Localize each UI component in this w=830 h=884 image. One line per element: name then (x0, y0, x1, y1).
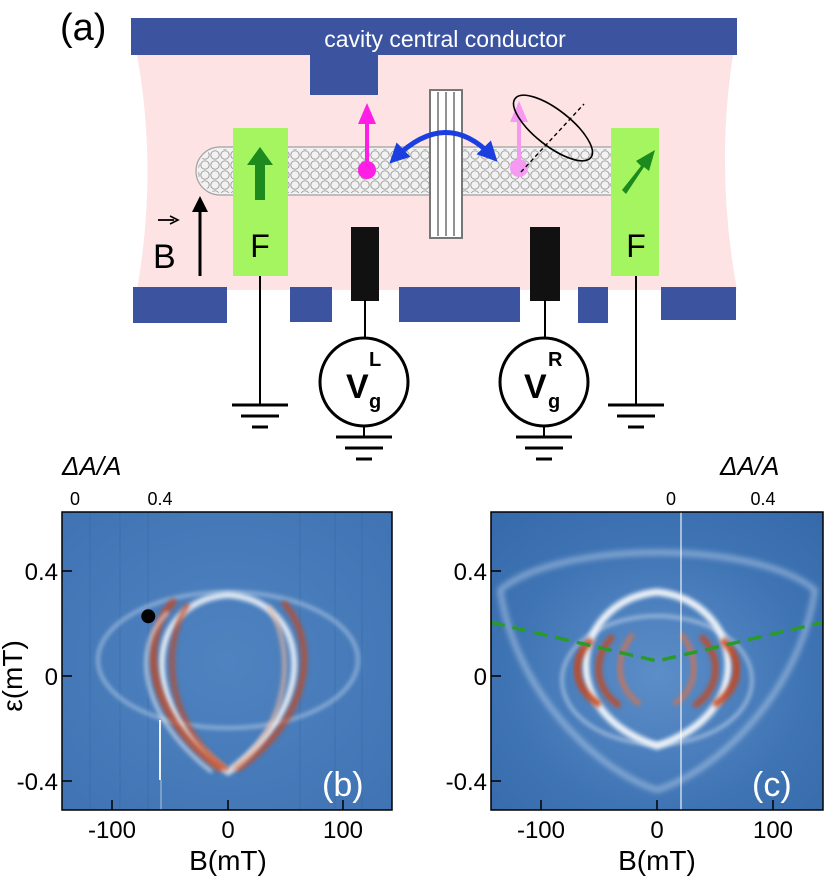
spin-right-precessing-icon (510, 94, 594, 177)
heatmap-c: (c) -100 0 100 0.4 0 -0.4 B(mT) (446, 511, 824, 876)
heatmap-b-xtick-0: -100 (88, 817, 136, 844)
gate-left-symbol: V (346, 368, 369, 406)
field-label: B (153, 238, 176, 276)
heatmap-b: (b) -100 0 100 0.4 0 -0.4 B(mT) ε(mT) (0, 511, 393, 876)
gate-right-symbol: V (524, 368, 547, 406)
panel-a: (a) cavity central conductor F F (60, 7, 737, 461)
gate-electrode-right (530, 227, 560, 301)
heatmap-c-panel-label: (c) (752, 766, 792, 804)
heatmap-b-xlabel: B(mT) (189, 845, 267, 876)
exchange-coupling-arrow-icon (389, 130, 498, 164)
gate-left-superscript: L (369, 349, 381, 371)
heatmap-c-xtick-2: 100 (753, 817, 793, 844)
ground-symbol-gate-right-icon (516, 435, 572, 461)
heatmap-c-features (491, 512, 823, 810)
ferromagnet-right-label: F (626, 228, 646, 264)
ground-symbol-gate-left-icon (336, 435, 392, 461)
ground-plane-3 (399, 287, 520, 322)
heatmap-b-ytick-1: 0 (45, 664, 58, 691)
colorbar-c-title: ΔA/A (719, 451, 779, 481)
colorbar-b-tick-0: 0 (70, 489, 80, 509)
heatmap-b-features (89, 512, 363, 810)
heatmap-c-ticks (491, 570, 774, 810)
cavity-central-conductor (131, 18, 737, 55)
gate-right-subscript: g (548, 391, 560, 413)
gate-voltage-source-left: V L g (318, 336, 410, 428)
operating-point-marker (141, 609, 156, 624)
heatmap-b-xtick-1: 0 (221, 817, 234, 844)
heatmap-b-xtick-2: 100 (323, 817, 363, 844)
ground-symbol-left-icon (232, 403, 288, 429)
colorbar-b-title: ΔA/A (61, 451, 121, 481)
heatmap-c-ytick-0: 0.4 (454, 559, 487, 586)
heatmap-b-background (62, 512, 392, 810)
gate-left-subscript: g (369, 391, 381, 413)
gate-electrode-left (351, 227, 379, 301)
heatmap-c-xtick-0: -100 (517, 817, 565, 844)
spin-left-icon (358, 103, 376, 179)
colorbar-c-tick-04: 0.4 (750, 489, 775, 509)
gate-voltage-source-right: V R g (498, 336, 590, 428)
heatmap-b-panel-label: (b) (322, 766, 364, 804)
ground-plane-5 (661, 287, 736, 320)
gate-right-superscript: R (548, 349, 563, 371)
heatmap-c-ytick-2: -0.4 (446, 769, 487, 796)
ground-plane-1 (133, 287, 227, 323)
cavity-stub (310, 50, 378, 95)
panel-a-label: (a) (60, 7, 106, 49)
heatmap-b-frame (61, 511, 393, 811)
heatmap-b-ticks (62, 570, 344, 810)
colorbar-c-tick-0: 0 (666, 489, 676, 509)
heatmap-c-ytick-1: 0 (474, 664, 487, 691)
dashed-fit-line (491, 620, 823, 663)
ferro-magnetization-right-icon (622, 150, 655, 194)
colorbar-b-tick-04: 0.4 (147, 489, 172, 509)
heatmap-c-background (491, 512, 823, 810)
magnetic-field-indicator: B (153, 196, 208, 276)
ferro-magnetization-left-icon (247, 147, 273, 200)
heatmap-b-ylabel: ε(mT) (0, 640, 28, 712)
heatmap-c-xtick-1: 0 (650, 817, 663, 844)
heatmap-b-ytick-2: -0.4 (17, 769, 58, 796)
heatmap-c-xlabel: B(mT) (618, 845, 696, 876)
ground-symbol-right-icon (608, 403, 664, 429)
ground-plane-2 (290, 287, 332, 322)
ground-plane-4 (578, 287, 608, 323)
cavity-central-conductor-label: cavity central conductor (324, 26, 566, 52)
ferromagnet-left-label: F (250, 228, 270, 264)
heatmap-b-ytick-0: 0.4 (25, 559, 58, 586)
